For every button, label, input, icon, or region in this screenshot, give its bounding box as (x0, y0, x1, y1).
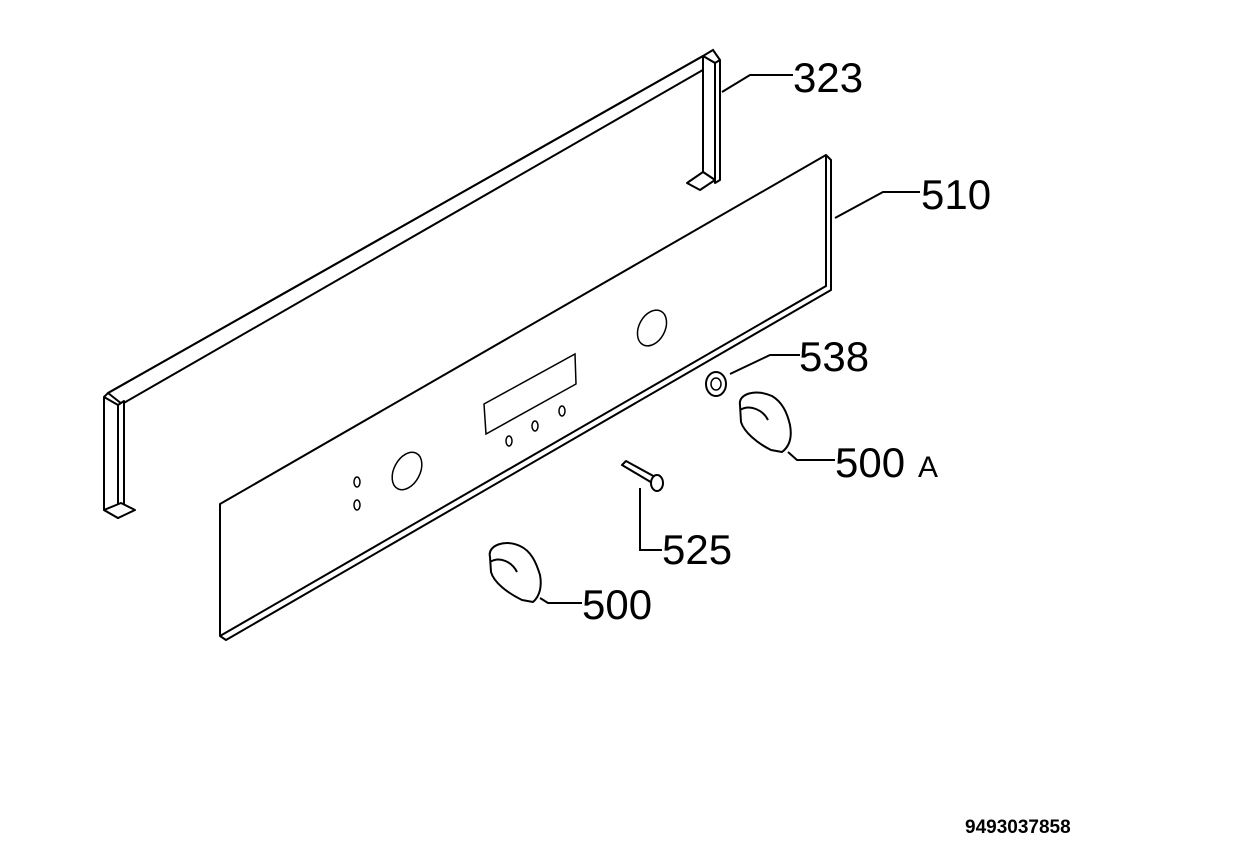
control-panel-510 (219, 154, 832, 641)
trim-frame-323 (103, 48, 721, 519)
leader-500 (539, 597, 582, 604)
leader-323 (721, 74, 793, 93)
callout-323: 323 (793, 54, 863, 101)
indicator-hole (505, 435, 513, 447)
document-number: 9493037858 (965, 817, 1071, 838)
knob-500 (488, 542, 542, 603)
callout-500a-suffix: A (918, 451, 938, 484)
leader-500a (787, 451, 835, 461)
knob-500a (738, 391, 792, 453)
leader-510 (834, 191, 920, 219)
panel-opening-left (391, 451, 423, 491)
panel-opening-right (636, 309, 668, 347)
display-window (483, 352, 577, 436)
leader-525 (639, 488, 662, 551)
callout-500a: 500 (835, 439, 905, 486)
indicator-hole (558, 405, 566, 417)
spring-washer-538 (705, 371, 727, 397)
pin-525 (621, 460, 664, 492)
callout-538: 538 (799, 333, 869, 380)
leader-538 (729, 354, 800, 375)
indicator-hole (353, 499, 361, 511)
callout-525: 525 (662, 526, 732, 573)
indicator-hole (531, 420, 539, 432)
callout-510: 510 (921, 171, 991, 218)
callout-500: 500 (582, 581, 652, 628)
indicator-hole (353, 476, 361, 488)
